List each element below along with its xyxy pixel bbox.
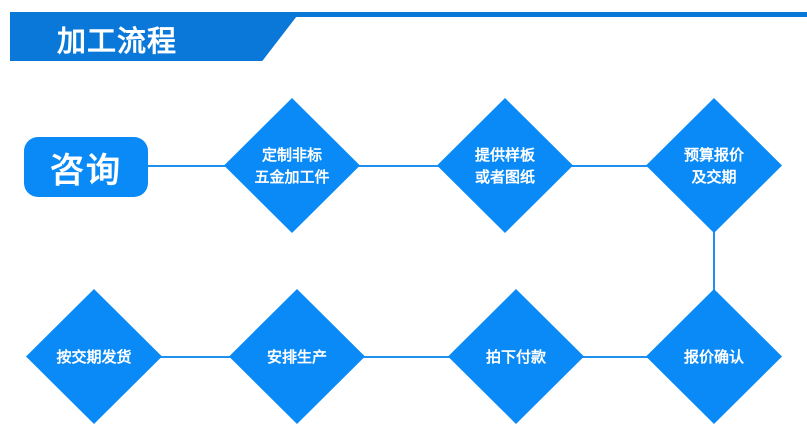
step-text: 定制非标 <box>261 145 322 164</box>
header-band <box>10 12 300 61</box>
step-text: 或者图纸 <box>474 167 535 186</box>
step-text: 提供样板 <box>474 145 535 164</box>
connector <box>158 356 233 358</box>
start-label: 咨询 <box>50 150 122 191</box>
connector <box>148 165 228 167</box>
step-production: 安排生产 <box>229 289 365 424</box>
connector <box>713 232 715 290</box>
connector <box>580 356 650 358</box>
step-payment: 拍下付款 <box>448 289 584 424</box>
step-text: 按交期发货 <box>56 347 132 366</box>
step-text: 及交期 <box>691 167 737 186</box>
step-text: 五金加工件 <box>254 167 330 186</box>
step-quote-leadtime: 预算报价 及交期 <box>646 98 782 233</box>
step-provide-samples: 提供样板 或者图纸 <box>437 98 573 233</box>
step-confirm-quote: 报价确认 <box>646 289 782 424</box>
step-text: 安排生产 <box>266 347 327 366</box>
connector <box>358 165 440 167</box>
page-title: 加工流程 <box>57 24 178 58</box>
header-rule <box>10 12 807 17</box>
step-text: 报价确认 <box>683 347 744 366</box>
step-text: 预算报价 <box>683 145 744 164</box>
step-text: 拍下付款 <box>485 347 546 366</box>
connector <box>362 356 452 358</box>
connector <box>570 165 650 167</box>
step-ship: 按交期发货 <box>26 289 162 424</box>
start-node-consult: 咨询 <box>24 137 148 197</box>
step-custom-parts: 定制非标 五金加工件 <box>224 98 360 233</box>
